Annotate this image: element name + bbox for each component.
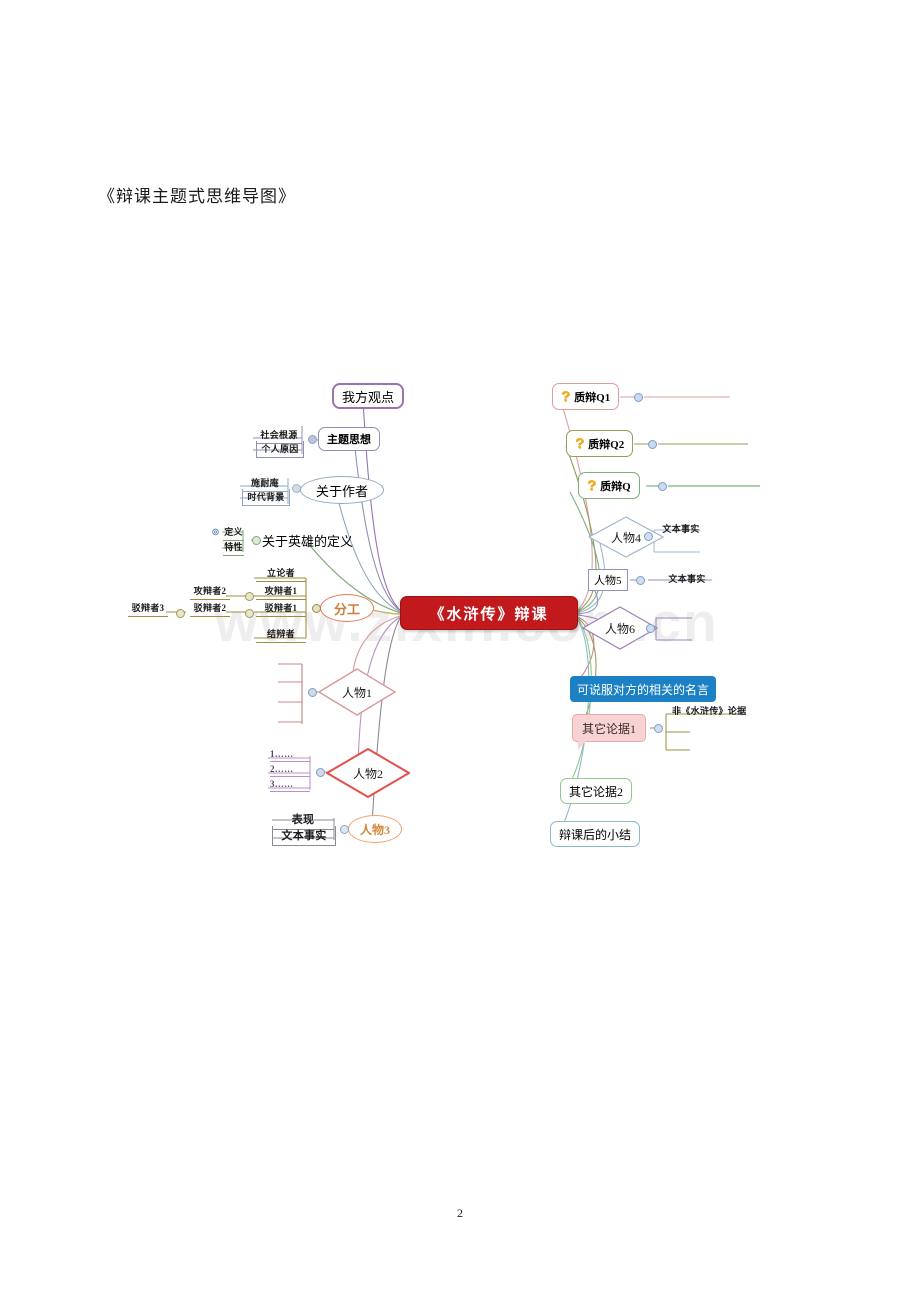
callout-tail-qitalunju1 xyxy=(578,740,587,750)
leaf-shehuigenyuan[interactable]: 社会根源 xyxy=(256,428,302,444)
node-renwu6[interactable]: 人物6 xyxy=(582,606,658,650)
question-mark-icon-q2: ? xyxy=(575,435,585,452)
node-wofangguandian[interactable]: 我方观点 xyxy=(332,383,405,409)
leaf-shidaibeijing[interactable]: 时代背景 xyxy=(242,489,290,506)
expand-icon-dingyi[interactable]: ◎ xyxy=(212,527,220,536)
node-zhibian-q-label: 质辩Q xyxy=(600,480,631,493)
node-renwu5-label: 人物5 xyxy=(594,575,622,587)
node-mingyan-label: 可说服对方的相关的名言 xyxy=(577,682,710,697)
leaf-renwu5-wenbenshishi[interactable]: 文本事实 xyxy=(668,574,706,584)
node-yingxiongdingyi-label: 关于英雄的定义 xyxy=(262,533,354,549)
diamond-shape-renwu1 xyxy=(318,668,396,716)
collapse-dot-fengong[interactable] xyxy=(312,604,321,613)
question-mark-icon-q1: ? xyxy=(561,388,571,405)
node-mingyan[interactable]: 可说服对方的相关的名言 xyxy=(570,676,717,702)
node-guanyuzuozhe-label: 关于作者 xyxy=(315,483,368,499)
collapse-dot-renwu4[interactable] xyxy=(644,532,653,541)
node-fengong[interactable]: 分工 xyxy=(320,594,374,622)
node-fengong-label: 分工 xyxy=(333,601,360,617)
node-renwu2[interactable]: 人物2 xyxy=(326,748,410,798)
collapse-dot-gongbianzhe1[interactable] xyxy=(245,592,254,601)
node-renwu4-label: 人物4 xyxy=(610,530,641,545)
node-renwu3-label: 人物3 xyxy=(359,822,390,837)
node-zhibian-q2-label: 质辩Q2 xyxy=(588,438,625,451)
leaf-wenbenshishi-left[interactable]: 文本事实 xyxy=(272,826,336,846)
node-guanyuzuozhe[interactable]: 关于作者 xyxy=(300,476,384,504)
leaf-renwu2-item3[interactable]: 3…… xyxy=(270,779,310,792)
node-renwu3[interactable]: 人物3 xyxy=(348,815,402,843)
node-zhibian-q1[interactable]: ? 质辩Q1 xyxy=(552,383,620,410)
leaf-shinaian[interactable]: 施耐庵 xyxy=(242,476,288,492)
leaf-biaoxian[interactable]: 表现 xyxy=(272,811,334,830)
collapse-dot-q2[interactable] xyxy=(648,440,657,449)
leaf-lilunzhe[interactable]: 立论者 xyxy=(256,566,306,582)
node-renwu6-label: 人物6 xyxy=(604,621,635,636)
node-qitalunju1[interactable]: 其它论据1 xyxy=(572,714,647,742)
leaf-renwu4-wenbenshishi[interactable]: 文本事实 xyxy=(662,524,700,534)
leaf-jiebianzhe[interactable]: 结辩者 xyxy=(256,627,306,643)
collapse-dot-yingxiongdingyi[interactable] xyxy=(252,536,261,545)
collapse-dot-qitalunju1[interactable] xyxy=(654,724,663,733)
mindmap-canvas: 《水浒传》辩课 我方观点 主题思想 社会根源 个人原因 关于作者 施耐庵 时代背… xyxy=(0,340,920,900)
collapse-dot-renwu2[interactable] xyxy=(316,768,325,777)
collapse-dot-zhutisixiang[interactable] xyxy=(308,435,317,444)
node-zhutisixiang-label: 主题思想 xyxy=(327,434,371,446)
node-bianke-xiaojie[interactable]: 辩课后的小结 xyxy=(550,821,641,847)
leaf-bobianzhe2[interactable]: 驳辩者2 xyxy=(190,601,230,617)
leaf-texing[interactable]: 特性 xyxy=(223,540,244,556)
collapse-dot-renwu6[interactable] xyxy=(646,624,655,633)
leaf-renwu2-item2[interactable]: 2…… xyxy=(270,764,310,777)
collapse-dot-bobianzhe2[interactable] xyxy=(176,609,185,618)
leaf-gongbianzhe1[interactable]: 攻辩者1 xyxy=(256,584,306,600)
collapse-dot-q[interactable] xyxy=(658,482,667,491)
node-wofangguandian-label: 我方观点 xyxy=(342,389,395,405)
central-node[interactable]: 《水浒传》辩课 xyxy=(400,596,578,630)
leaf-bobianzhe3[interactable]: 驳辩者3 xyxy=(128,601,168,617)
central-node-label: 《水浒传》辩课 xyxy=(429,606,549,623)
question-mark-icon-q: ? xyxy=(587,477,597,494)
node-zhibian-q1-label: 质辩Q1 xyxy=(574,391,611,404)
node-bianke-xiaojie-label: 辩课后的小结 xyxy=(559,827,632,842)
node-yingxiongdingyi[interactable]: 关于英雄的定义 xyxy=(262,529,353,551)
node-qitalunju1-label: 其它论据1 xyxy=(582,721,637,736)
collapse-dot-q1[interactable] xyxy=(634,393,643,402)
leaf-renwu2-item1[interactable]: 1…… xyxy=(270,749,310,762)
leaf-bobianzhe1[interactable]: 驳辩者1 xyxy=(256,601,306,617)
diamond-shape-renwu2 xyxy=(326,748,410,798)
collapse-dot-bobianzhe1[interactable] xyxy=(245,609,254,618)
node-renwu4[interactable]: 人物4 xyxy=(588,516,664,558)
node-qitalunju2[interactable]: 其它论据2 xyxy=(560,778,633,804)
leaf-gerenyuanyin[interactable]: 个人原因 xyxy=(256,441,304,458)
leaf-feishuihuzhuanlunju[interactable]: 非《水浒传》论据 xyxy=(672,706,747,716)
node-qitalunju2-label: 其它论据2 xyxy=(569,784,624,799)
node-renwu1[interactable]: 人物1 xyxy=(318,668,396,716)
node-renwu5[interactable]: 人物5 xyxy=(588,569,628,591)
page-number: 2 xyxy=(457,1206,463,1220)
leaf-dingyi[interactable]: 定义 xyxy=(223,525,244,541)
collapse-dot-renwu3[interactable] xyxy=(340,825,349,834)
collapse-dot-renwu5[interactable] xyxy=(636,576,645,585)
collapse-dot-guanyuzuozhe[interactable] xyxy=(292,484,301,493)
page-title: 《辩课主题式思维导图》 xyxy=(98,187,296,206)
diamond-shape-renwu4 xyxy=(588,516,664,558)
node-renwu2-label: 人物2 xyxy=(352,766,383,781)
node-zhutisixiang[interactable]: 主题思想 xyxy=(318,427,380,451)
diamond-shape-renwu6 xyxy=(582,606,658,650)
node-renwu1-label: 人物1 xyxy=(341,685,372,700)
node-zhibian-q2[interactable]: ? 质辩Q2 xyxy=(566,430,634,457)
leaf-gongbianzhe2[interactable]: 攻辩者2 xyxy=(190,584,230,600)
node-zhibian-q[interactable]: ? 质辩Q xyxy=(578,472,640,499)
collapse-dot-renwu1[interactable] xyxy=(308,688,317,697)
